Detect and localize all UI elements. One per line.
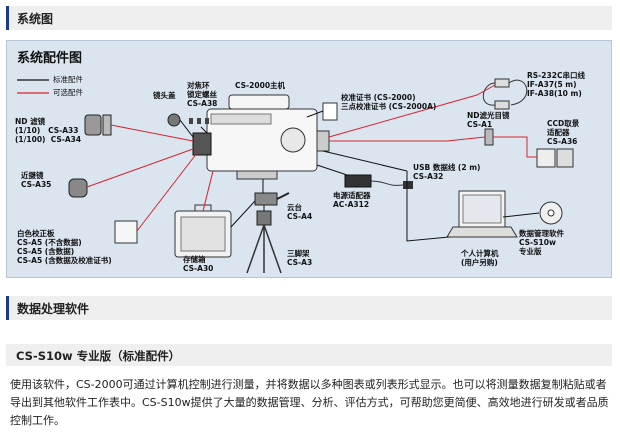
standard-connections <box>179 110 540 242</box>
usb-cable-label: USB 数据线 (2 m) CS-A32 <box>413 163 481 181</box>
subsection-header: CS-S10w 专业版（标准配件） <box>6 344 612 366</box>
ccd-adapter-illustration <box>536 148 574 168</box>
certificate-illustration <box>322 102 338 121</box>
tripod-head-illustration <box>254 192 290 206</box>
pc-label: 个人计算机 (用户另购) <box>461 249 499 267</box>
focus-screw-label: 对焦环 锁定螺丝 CS-A38 <box>187 81 218 108</box>
closeup-lens-illustration <box>68 178 88 198</box>
software-description: 使用该软件，CS-2000可通过计算机控制进行测量，并将数据以多种图表或列表形式… <box>10 378 609 427</box>
system-diagram-panel: 系统配件图 <box>6 40 612 278</box>
system-diagram <box>17 78 574 274</box>
rs232-cable-label: RS-232C串口线 IF-A37(5 m) IF-A38(10 m) <box>527 71 585 98</box>
tripod-illustration <box>246 210 282 274</box>
lens-cap-label: 镜头盖 <box>153 91 176 100</box>
ac-adapter-label: 电源适配器 AC-A312 <box>333 191 371 209</box>
nd-filter-illustration <box>84 114 112 136</box>
nd-eyepiece-illustration <box>484 128 494 146</box>
legend-standard-label: 标准配件 <box>53 75 83 84</box>
ac-adapter-illustration <box>344 174 413 189</box>
section-title: 数据处理软件 <box>17 302 90 316</box>
legend-optional-label: 可选配件 <box>53 88 83 97</box>
tripod-label: 三脚架 CS-A3 <box>287 249 313 267</box>
nd-filter-label: ND 滤镜 (1/10) CS-A33 (1/100) CS-A34 <box>15 117 82 144</box>
section-header-system: 系统图 <box>6 6 612 30</box>
pc-illustration <box>446 190 518 238</box>
tripod-head-label: 云台 CS-A4 <box>287 203 313 221</box>
panel-title: 系统配件图 <box>17 51 83 66</box>
rs232-cable-illustration <box>482 78 528 110</box>
subsection-title: CS-S10w 专业版（标准配件） <box>16 349 181 363</box>
main-unit-illustration <box>192 94 330 180</box>
lens-cap-illustration <box>167 113 181 127</box>
calibration-plate-label: 白色校正板 CS-A5 (不含数据) CS-A5 (含数据) CS-A5 (含数… <box>17 229 112 265</box>
calibration-plate-illustration <box>114 220 138 244</box>
ccd-adapter-label: CCD取景 适配器 CS-A36 <box>547 119 580 146</box>
main-unit-label: CS-2000主机 <box>235 81 286 90</box>
nd-eyepiece-label: ND滤光目镜 CS-A1 <box>467 111 510 129</box>
optional-connections <box>86 84 537 232</box>
case-label: 存储箱 CS-A30 <box>183 255 214 273</box>
section-title: 系统图 <box>17 12 54 26</box>
software-label: 数据管理软件 CS-S10w 专业版 <box>519 229 564 256</box>
case-illustration <box>174 204 232 258</box>
calibration-certificate-label: 校准证书 (CS-2000) 三点校准证书 (CS-2000A) <box>341 93 437 111</box>
closeup-lens-label: 近摄镜 CS-A35 <box>21 171 52 189</box>
section-header-software: 数据处理软件 <box>6 296 612 320</box>
focus-screw-illustration <box>189 118 209 124</box>
